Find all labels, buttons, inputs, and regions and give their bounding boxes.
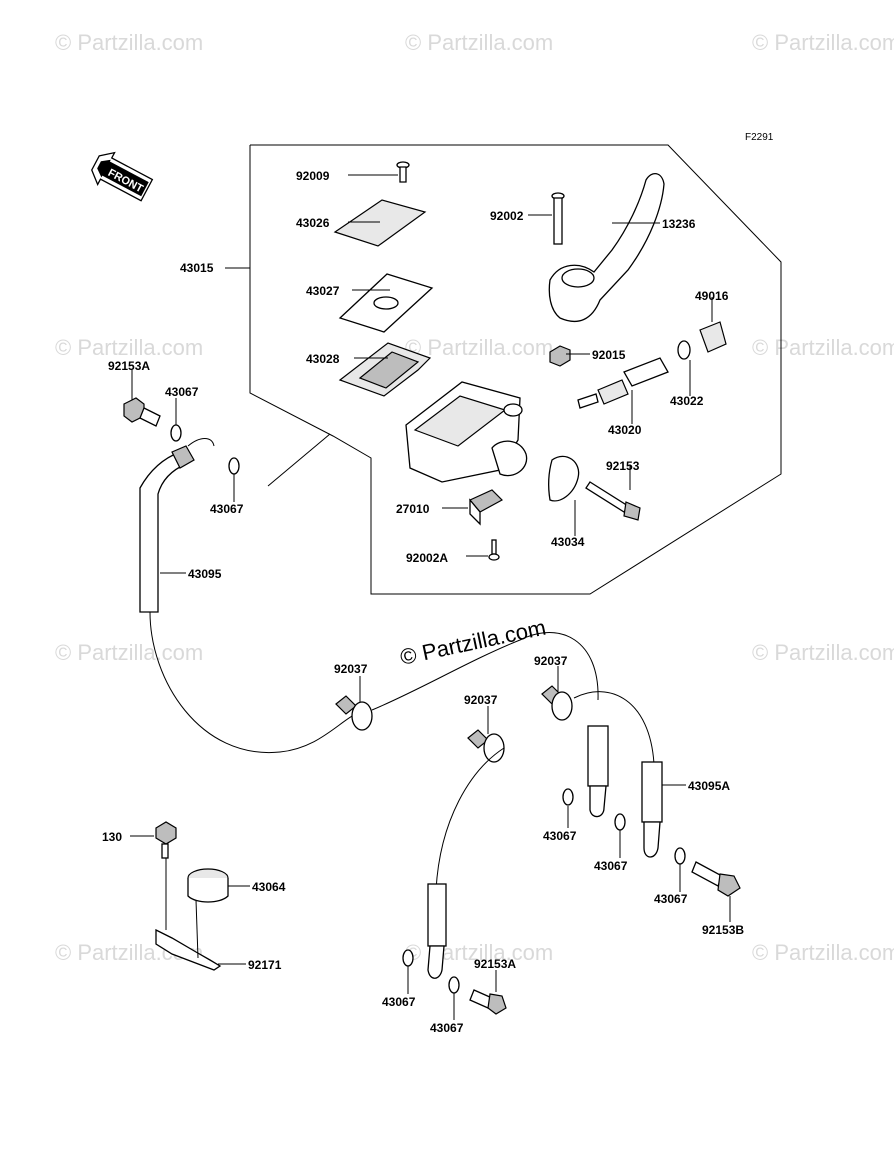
bolt-92153 [585,481,641,521]
part-label: 43067 [210,502,244,516]
part-label: 43067 [430,1021,464,1035]
part-label: 92153A [474,957,516,971]
part-label: 92153 [606,459,640,473]
part-label: 130 [102,830,122,844]
part-label: 27010 [396,502,430,516]
banjo-bolt-92153B [691,861,741,897]
lever-13236 [548,173,665,323]
part-label: 92037 [534,654,568,668]
watermark: © Partzilla.com [55,335,203,360]
hose-lower [427,883,447,979]
hose-43095A [587,725,663,858]
part-label: 92037 [334,662,368,676]
watermark: © Partzilla.com [752,940,894,965]
hose-line [573,691,655,765]
part-label: 13236 [662,217,696,231]
assembly-outline [249,144,782,595]
watermark: © Partzilla.com [752,30,894,55]
hose-line [371,632,599,711]
circlip-43022 [677,340,691,360]
part-label: 43064 [252,880,286,894]
boot-49016 [699,321,727,353]
washer-43067 [402,949,414,967]
part-labels: 92009 43026 92002 13236 43015 43027 4901… [102,169,744,1035]
part-label: 43067 [165,385,199,399]
fitting-92037 [335,695,373,731]
watermark: © Partzilla.com [752,335,894,360]
part-label: 43028 [306,352,340,366]
hose-line [435,747,505,891]
watermark: © Partzilla.com [55,640,203,665]
clamp-43034 [548,455,580,502]
part-label: 43095A [688,779,730,793]
part-label: 43095 [188,567,222,581]
washer-43067 [674,847,686,865]
front-arrow: FRONT [91,151,154,202]
bracket-92171 [155,928,222,971]
part-label: 92009 [296,169,330,183]
part-label: 92153A [108,359,150,373]
nut-92015 [549,345,571,367]
part-label: 43022 [670,394,704,408]
banjo-bolt-92153A-top [123,397,161,427]
master-cylinder-body [405,381,528,483]
leader-lines [130,174,731,1020]
part-label: 43067 [654,892,688,906]
brake-switch-27010 [469,489,503,526]
part-label: 43020 [608,423,642,437]
part-label: 92002A [406,551,448,565]
watermark-tiles: © Partzilla.com © Partzilla.com © Partzi… [55,30,894,965]
washer-43067 [170,424,182,442]
hose-43095 [139,438,361,753]
banjo-bolt-92153A-lower [469,989,507,1015]
bolt-130 [155,821,177,859]
watermark: © Partzilla.com [55,30,203,55]
washer-43067 [228,457,240,475]
part-label: 92015 [592,348,626,362]
piston-kit-43020 [577,357,669,409]
watermark: © Partzilla.com [405,335,553,360]
part-label: 49016 [695,289,729,303]
washer-43067 [562,788,574,806]
watermark: © Partzilla.com [405,30,553,55]
watermark: © Partzilla.com [752,640,894,665]
washer-43067 [448,976,460,994]
screw-92009 [396,161,410,183]
part-label: 43034 [551,535,585,549]
screw-92002A [488,539,500,561]
washer-43067 [614,813,626,831]
part-label: 43067 [594,859,628,873]
reservoir-cap-43026 [333,199,427,247]
grommet-43064 [187,868,229,903]
part-label: 43067 [382,995,416,1009]
pivot-bolt-92002 [551,192,565,245]
part-label: 92002 [490,209,524,223]
part-label: 43067 [543,829,577,843]
part-label: 43015 [180,261,214,275]
part-label: 92171 [248,958,282,972]
fitting-92037 [541,685,573,721]
part-label: 92153B [702,923,744,937]
part-label: 43027 [306,284,340,298]
fitting-92037 [467,729,505,763]
figure-code: F2291 [745,132,774,143]
part-label: 92037 [464,693,498,707]
part-label: 43026 [296,216,330,230]
